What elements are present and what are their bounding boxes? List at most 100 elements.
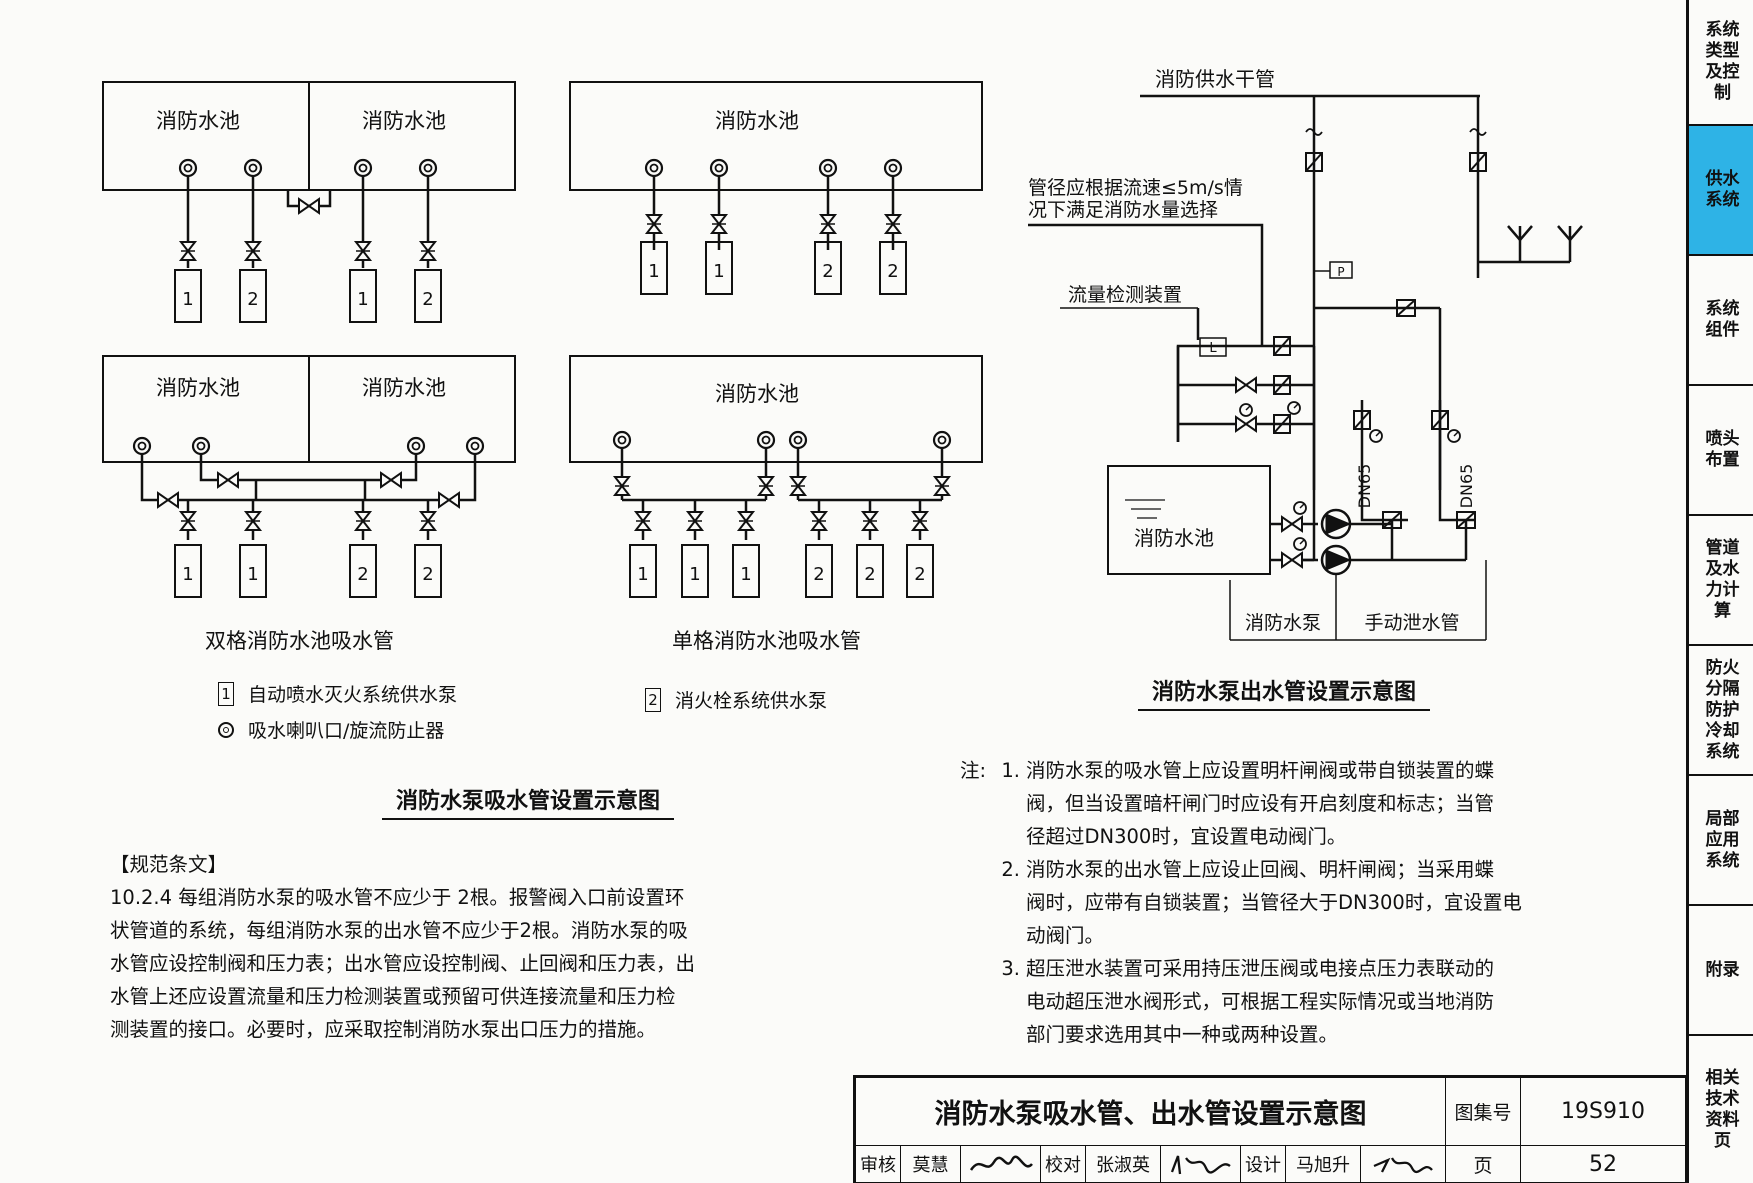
pressure-label: P [1337,265,1344,279]
sidebar-item-water-supply[interactable]: 供水系统 [1689,126,1753,256]
figure-title-outlet: 消防水泵出水管设置示意图 [1138,674,1431,711]
bell-mouth-icon [932,430,952,450]
check-valve-slash [1469,152,1487,172]
sidebar-item-appendix[interactable]: 附录 [1689,906,1753,1036]
check-signature [1161,1146,1241,1183]
break-mark [1469,128,1487,136]
pump-arrow [1325,513,1352,535]
check-valve-slash [1396,299,1416,317]
pressure-gauge-icon [1239,403,1253,417]
note-line: 消防水泵的吸水管上应设置明杆闸阀或带自锁装置的蝶 [1026,759,1495,782]
sidebar-item-sprinkler-layout[interactable]: 喷头布置 [1689,386,1753,516]
pump-number: 2 [864,564,875,585]
gate-valve-icon [1235,415,1257,433]
legend-item-1: 1 自动喷水灭火系统供水泵 [218,680,457,707]
sidebar-item-system-types[interactable]: 系统类型及控制 [1689,0,1753,126]
bell-mouth-icon [883,158,903,178]
note-line: 阀，但当设置暗杆闸门时应设有开启刻度和标志；当管 [1026,792,1495,815]
check-name: 张淑英 [1086,1146,1161,1183]
pump-box [681,544,709,598]
check-valve-slash [1273,375,1291,395]
pump-box [856,544,884,598]
bell-mouth-inner [888,163,898,173]
note-line: 部门要求选用其中一种或两种设置。 [1026,1023,1339,1046]
gate-valve-icon [1235,376,1257,394]
pool-tank [569,81,983,191]
pool-label: 消防水池 [715,382,799,406]
outlet-icon [1557,225,1583,242]
main-pipe-label: 消防供水干管 [1155,67,1275,91]
bell-mouth-inner [714,163,724,173]
bell-mouth-inner [937,435,947,445]
check-valve-icon [1353,410,1371,430]
note-line: 阀时，应带有自锁装置；当管径大于DN300时，宜设置电 [1026,891,1522,914]
sidebar-item-hydraulics[interactable]: 管道及水力计算 [1689,516,1753,646]
spec-clause: 【规范条文】 10.2.4 每组消防水泵的吸水管不应少于 2根。报警阀入口前设置… [110,848,830,1046]
review-name: 莫慧 [901,1146,961,1183]
pool-label: 消防水池 [362,376,446,400]
pool-tank [1107,465,1271,575]
legend-text-2: 消火栓系统供水泵 [675,690,828,712]
check-valve-slash [1273,336,1291,356]
bell-mouth-icon [132,436,152,456]
pump-number: 1 [740,564,751,585]
note-number: 3. [1001,957,1020,980]
spec-line: 测装置的接口。必要时，应采取控制消防水泵出口压力的措施。 [110,1018,657,1041]
pump-box [629,544,657,598]
legend-item-3: 吸水喇叭口/旋流防止器 [218,716,444,743]
pressure-device [1329,261,1353,279]
gate-valve-icon [1281,515,1303,533]
bell-mouth-inner [196,441,206,451]
sidebar-item-related-info[interactable]: 相关技术资料页 [1689,1036,1753,1183]
gate-valve-icon [380,471,402,489]
bell-mouth-inner [423,163,433,173]
outlet-icon [1507,225,1533,242]
bell-mouth-inner [761,435,771,445]
bell-mouth-inner [649,163,659,173]
sidebar-label: 相关技术资料页 [1705,1067,1740,1151]
bell-mouth-inner [823,163,833,173]
pressure-gauge-icon [1447,429,1461,443]
gauge-needle [1375,431,1381,437]
pipe [1176,344,1314,350]
bell-mouth-icon [644,158,664,178]
legend-item-2: 2 消火栓系统供水泵 [645,686,827,713]
pump-box [349,544,377,598]
pipe [140,454,477,502]
gate-valve-icon [1281,551,1303,569]
gate-valve-icon [157,491,179,509]
gate-valve-icon [298,197,320,215]
bell-mouth-inner [183,163,193,173]
bell-mouth-inner [248,163,258,173]
atlas-number: 19S910 [1521,1078,1686,1146]
bell-mouth-icon [218,721,234,738]
check-valve-slash [1273,414,1291,434]
gauge-needle [1245,405,1251,411]
legend-text-1: 自动喷水灭火系统供水泵 [248,684,458,706]
chapter-sidebar: 系统类型及控制 供水系统 系统组件 喷头布置 管道及水力计算 防火分隔防护冷却系… [1686,0,1753,1183]
sidebar-item-components[interactable]: 系统组件 [1689,256,1753,386]
note-line: 径超过DN300时，宜设置电动阀门。 [1026,825,1347,848]
sidebar-item-fire-separation[interactable]: 防火分隔防护冷却系统 [1689,646,1753,776]
caption-double-pool: 双格消防水池吸水管 [205,629,394,653]
sidebar-item-local-application[interactable]: 局部应用系统 [1689,776,1753,906]
check-valve-icon [1431,410,1449,430]
bell-mouth-icon [818,158,838,178]
pump-box [814,241,842,295]
bell-mouth-icon [465,436,485,456]
check-valve-slash [1305,152,1323,172]
pump-box [879,241,907,295]
pump-number: 2 [822,261,833,282]
note-line: 动阀门。 [1026,924,1105,947]
pump-number: 1 [357,289,368,310]
sidebar-label: 喷头布置 [1705,429,1740,470]
pump-number: 2 [422,289,433,310]
bell-mouth-inner [411,441,421,451]
pump-box [239,269,267,323]
check-valve-icon [1396,299,1416,317]
bell-mouth-icon [353,158,373,178]
spec-heading: 【规范条文】 [110,853,228,876]
notes-prefix: 注: [960,759,987,782]
pump-box [805,544,833,598]
